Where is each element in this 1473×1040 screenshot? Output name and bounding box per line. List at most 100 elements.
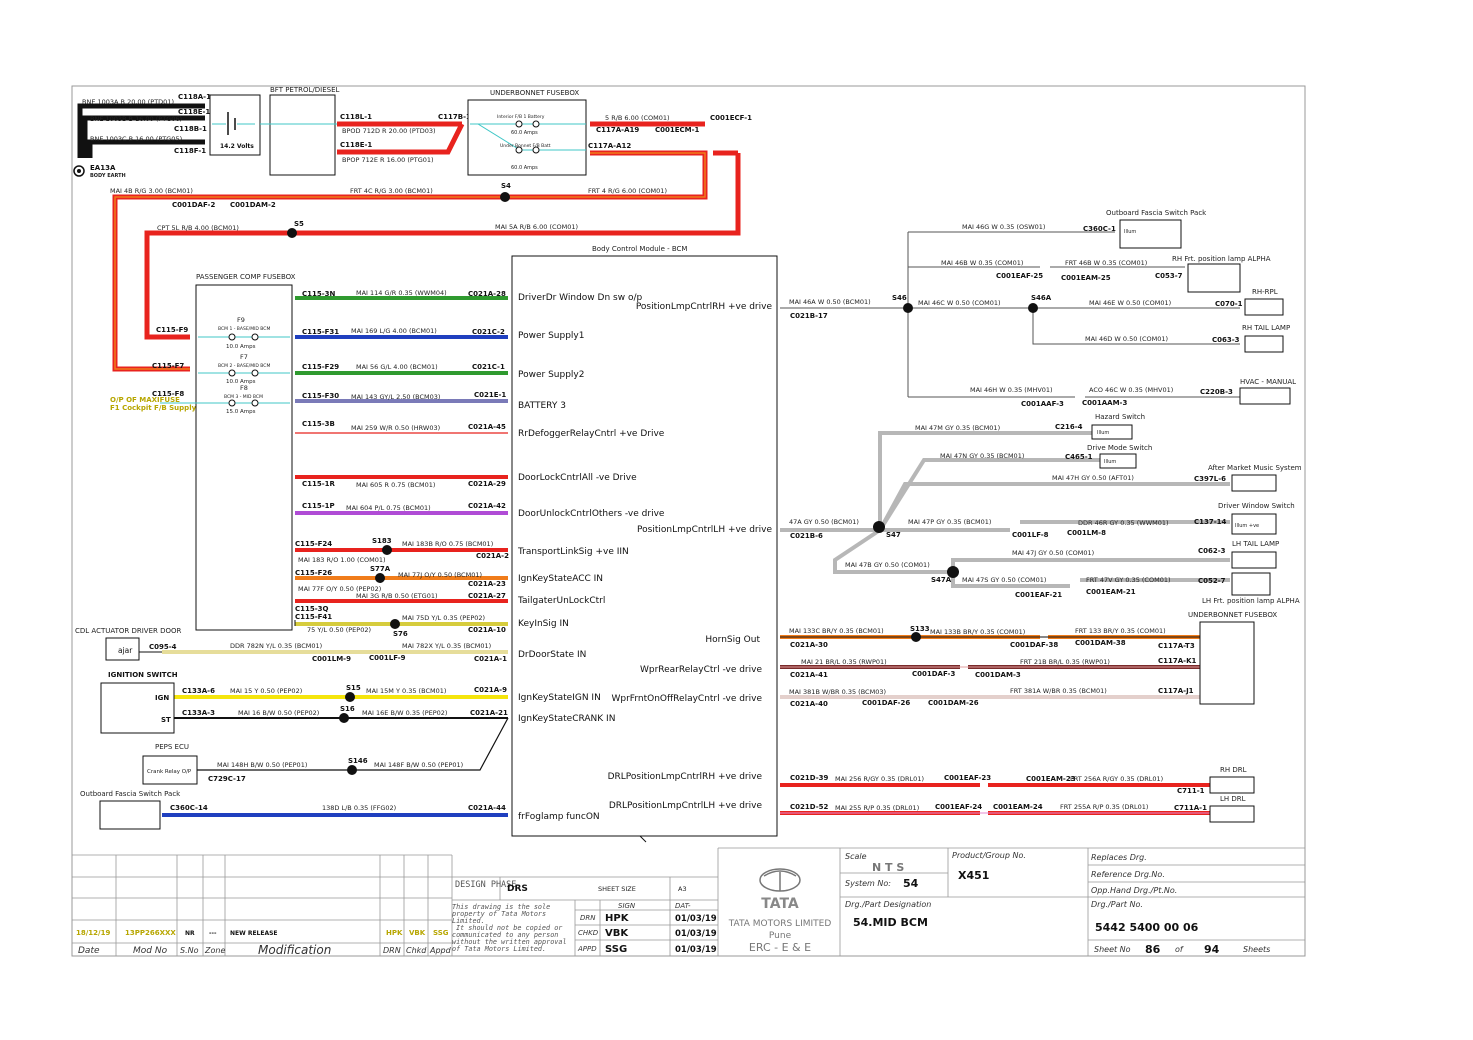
svg-text:C053-7: C053-7 [1155,272,1183,280]
svg-text:TATA MOTORS LIMITED: TATA MOTORS LIMITED [728,919,832,929]
svg-text:S46A: S46A [1031,294,1052,302]
svg-text:KeyInSig IN: KeyInSig IN [518,619,569,629]
svg-text:System No:: System No: [845,879,891,888]
maxi-note: F1 Cockpit F/B Supply [110,404,197,412]
wire-label: BPOD 712D R 20.00 (PTD03) [342,127,436,135]
svg-text:S77A: S77A [370,565,391,573]
svg-text:MAI 77F O/Y 0.50 (PEP02): MAI 77F O/Y 0.50 (PEP02) [298,585,381,593]
company-block: TATA TATA MOTORS LIMITED Pune ERC - E & … [728,868,832,954]
svg-text:MAI 183 R/O 1.00 (COM01): MAI 183 R/O 1.00 (COM01) [298,556,386,564]
svg-text:C095-4: C095-4 [149,643,177,651]
svg-text:RrDefoggerRelayCntrl +ve Drive: RrDefoggerRelayCntrl +ve Drive [518,429,665,439]
svg-text:C117A-K1: C117A-K1 [1158,657,1196,665]
fuse-rating: 60.0 Amps [511,130,538,136]
svg-text:MAI 56 G/L 4.00 (BCM01): MAI 56 G/L 4.00 (BCM01) [356,363,438,371]
svg-text:RH Frt. position lamp ALPHA: RH Frt. position lamp ALPHA [1172,255,1271,263]
svg-text:C021A-30: C021A-30 [790,641,828,649]
fuse-f7: F7 BCM 2 - BASE/MID BCM 10.0 Amps [198,353,290,385]
svg-text:MAI 47J GY 0.50 (COM01): MAI 47J GY 0.50 (COM01) [1012,549,1094,557]
svg-text:LH DRL: LH DRL [1220,795,1246,803]
svg-text:Mod No: Mod No [133,946,168,956]
svg-text:C021A-10: C021A-10 [468,626,506,634]
svg-text:MAI 77J O/Y 0.50 (BCM01): MAI 77J O/Y 0.50 (BCM01) [398,571,482,579]
svg-text:MAI 47P GY 0.35 (BCM01): MAI 47P GY 0.35 (BCM01) [908,518,991,526]
connector-label: C118E-1 [178,108,210,116]
svg-text:RH TAIL LAMP: RH TAIL LAMP [1242,324,1290,332]
connector-label: C001DAM-2 [230,201,276,209]
svg-text:47A GY 0.50 (BCM01): 47A GY 0.50 (BCM01) [789,518,859,526]
svg-text:C021D-52: C021D-52 [790,803,828,811]
svg-text:C216-4: C216-4 [1055,423,1083,431]
connector-label: S4 [501,182,511,190]
svg-text:MAI 133B BR/Y 0.35 (COM01): MAI 133B BR/Y 0.35 (COM01) [930,628,1025,636]
wire-label: MAI 5A R/B 6.00 (COM01) [495,223,578,231]
bft-box [269,94,336,176]
svg-text:Limited.: Limited. [452,917,485,925]
svg-text:Opp.Hand Drg./Pt.No.: Opp.Hand Drg./Pt.No. [1091,886,1177,895]
svg-text:IgnKeyStateACC IN: IgnKeyStateACC IN [518,574,603,584]
svg-text:BCM 2 - BASE/MID BCM: BCM 2 - BASE/MID BCM [218,363,270,369]
right-grey-wires [780,431,1230,588]
svg-text:of: of [1175,945,1184,954]
svg-text:S15: S15 [346,684,361,692]
svg-text:LH Frt. position lamp ALPHA: LH Frt. position lamp ALPHA [1202,597,1300,605]
svg-text:C115-3Q: C115-3Q [295,605,329,613]
wire-label: BNE 1003B B 16.00 (PTG06) [90,115,182,123]
svg-text:BCM 1 - BASE/MID BCM: BCM 1 - BASE/MID BCM [218,326,270,332]
svg-text:BCM 3 - MID BCM: BCM 3 - MID BCM [224,394,263,400]
svg-text:WprRearRelayCtrl -ve drive: WprRearRelayCtrl -ve drive [640,665,762,675]
fuse-f9: F9 BCM 1 - BASE/MID BCM 10.0 Amps [198,316,290,350]
pcfb-label: PASSENGER COMP FUSEBOX [196,273,296,281]
svg-text:DRS: DRS [507,884,528,894]
svg-text:S146: S146 [348,757,368,765]
svg-text:TailgaterUnLockCtrl: TailgaterUnLockCtrl [517,596,605,606]
svg-text:SHEET SIZE: SHEET SIZE [598,885,636,893]
svg-text:NR: NR [185,930,195,937]
svg-text:5442 5400 00 06: 5442 5400 00 06 [1095,921,1199,934]
connector-label: C115-F9 [156,326,188,334]
svg-text:C021A-29: C021A-29 [468,480,506,488]
svg-text:---: --- [209,930,217,937]
svg-text:Illum: Illum [1097,430,1109,436]
svg-text:MAI 46C W 0.50 (COM01): MAI 46C W 0.50 (COM01) [918,299,1001,307]
svg-text:DRLPositionLmpCntrlRH +ve driv: DRLPositionLmpCntrlRH +ve drive [608,772,763,782]
svg-text:FRT 46B W 0.35 (COM01): FRT 46B W 0.35 (COM01) [1065,259,1147,267]
svg-text:01/03/19: 01/03/19 [675,914,717,924]
connector-label: C117A-A19 [596,126,639,134]
svg-text:C397L-6: C397L-6 [1194,475,1226,483]
connector-label: C115-F8 [152,390,184,398]
svg-text:After Market Music System: After Market Music System [1208,464,1302,472]
right-wire-labels: MAI 46A W 0.50 (BCM01) MAI 46G W 0.35 (O… [789,223,1173,812]
svg-text:PositionLmpCntrlLH +ve drive: PositionLmpCntrlLH +ve drive [637,525,772,535]
wire-label: BPOP 712E R 16.00 (PTG01) [342,156,434,164]
svg-text:C115-F31: C115-F31 [302,328,339,336]
svg-text:18/12/19: 18/12/19 [76,929,110,937]
svg-text:C115-3N: C115-3N [302,290,336,298]
svg-text:C021A-27: C021A-27 [468,592,506,600]
svg-text:C001EAF-23: C001EAF-23 [944,774,991,782]
svg-text:N T S: N T S [872,861,904,874]
svg-text:C001EAF-24: C001EAF-24 [935,803,982,811]
wire-label: 5 R/B 6.00 (COM01) [605,114,670,122]
svg-text:54.MID BCM: 54.MID BCM [853,916,928,929]
connector-label: C118F-1 [174,147,206,155]
cdl-actuator-box [105,637,140,661]
ofsp-l-box [99,800,161,830]
svg-text:VBK: VBK [605,928,629,939]
svg-text:13PP266XXX: 13PP266XXX [125,929,176,937]
svg-text:Modification: Modification [258,943,331,957]
fuse-label: Under Bonnet F/B Batt [500,143,551,149]
right-white-wires [780,231,1240,398]
svg-text:APPD: APPD [577,945,597,953]
svg-text:Drive Mode Switch: Drive Mode Switch [1087,444,1152,452]
svg-text:HornSig Out: HornSig Out [705,635,760,645]
svg-text:RH DRL: RH DRL [1220,766,1247,774]
earth-section: EA13A BODY EARTH BNE 1003A B 20.00 (PTD0… [73,93,261,179]
svg-text:C021A-21: C021A-21 [470,709,508,717]
svg-text:C115-F30: C115-F30 [302,392,339,400]
svg-text:FRT 133 BR/Y 0.35 (COM01): FRT 133 BR/Y 0.35 (COM01) [1075,627,1166,635]
svg-text:C001DAF-38: C001DAF-38 [1010,641,1058,649]
svg-text:10.0 Amps: 10.0 Amps [226,379,256,385]
svg-text:Replaces Drg.: Replaces Drg. [1091,853,1147,862]
svg-text:SIGN: SIGN [618,902,636,910]
